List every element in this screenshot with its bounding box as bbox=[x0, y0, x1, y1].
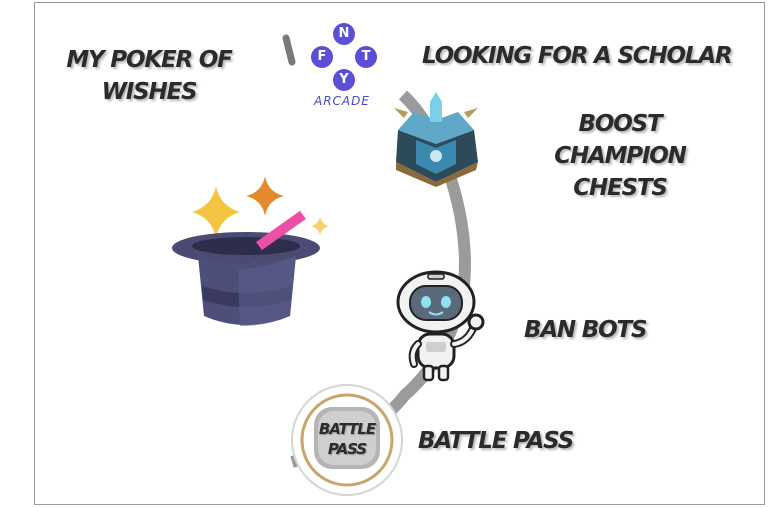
logo-letter-n: N bbox=[338, 26, 350, 41]
logo-letter-f: F bbox=[317, 49, 327, 64]
battle-pass-badge-text: BATTLE PASS bbox=[318, 420, 376, 458]
diagram-frame bbox=[34, 2, 765, 505]
label-ban-bots: BAN BOTS bbox=[524, 317, 648, 343]
logo-letter-t: T bbox=[361, 49, 371, 64]
champion-chest-icon bbox=[394, 92, 478, 187]
label-poker-of-wishes: MY POKER OF WISHES bbox=[66, 47, 232, 105]
logo-subtitle: ARCADE bbox=[314, 94, 370, 108]
nfty-arcade-logo: N F T Y ARCADE bbox=[304, 22, 384, 112]
label-looking-for-scholar: LOOKING FOR A SCHOLAR bbox=[422, 43, 733, 69]
magic-hat-icon bbox=[172, 176, 329, 326]
battle-pass-badge bbox=[291, 384, 403, 496]
robot-icon bbox=[396, 270, 485, 382]
label-boost-champion-chests: BOOST CHAMPION CHESTS bbox=[554, 111, 687, 201]
logo-letter-y: Y bbox=[339, 72, 349, 87]
label-battle-pass: BATTLE PASS bbox=[418, 428, 574, 454]
